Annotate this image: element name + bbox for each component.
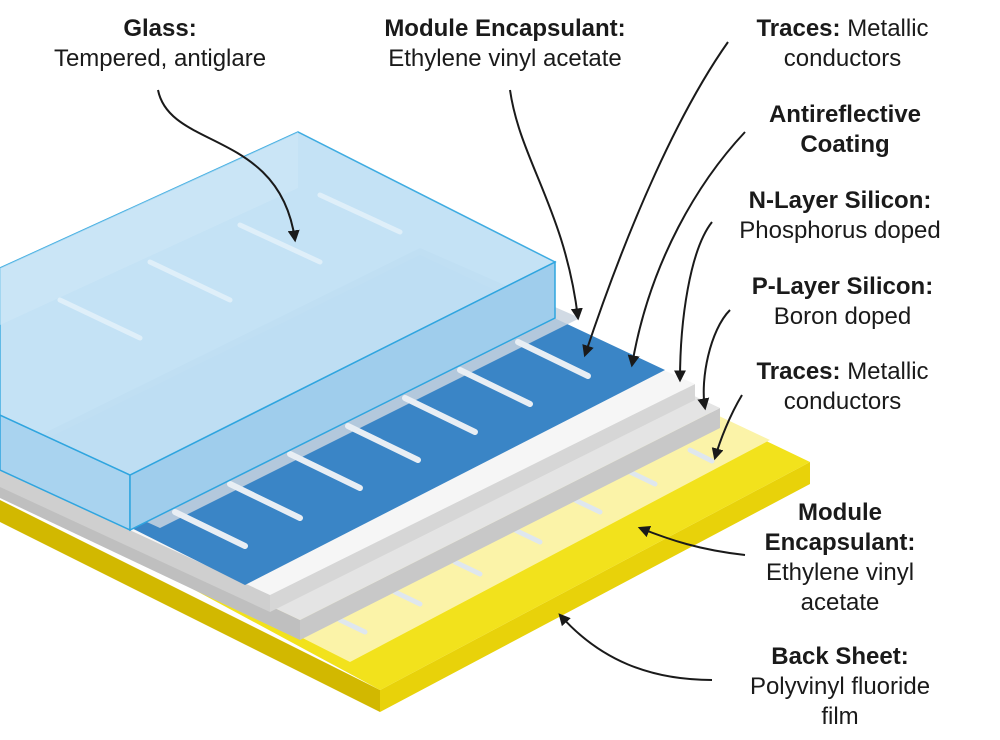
traces-bottom-label: Traces: Metallic conductors <box>756 358 929 415</box>
glass-label: Glass: Tempered, antiglare <box>53 15 267 72</box>
encapsulant-top-leader <box>509 89 583 321</box>
encapsulant-bottom-label: Module Encapsulant: Ethylene vinyl aceta… <box>764 499 916 616</box>
traces-bottom-leader <box>711 394 743 461</box>
back-sheet-leader <box>558 613 713 681</box>
antireflective-leader <box>627 131 746 368</box>
glass-leader <box>157 89 300 243</box>
back-sheet-front <box>380 462 810 712</box>
glass-layer <box>0 131 557 532</box>
encapsulant-bottom-leader <box>637 525 746 556</box>
traces-top-leader <box>582 41 729 358</box>
top-traces <box>172 339 591 549</box>
p-layer-leader <box>697 309 731 411</box>
back-sheet-side <box>0 500 380 712</box>
p-layer-label: P-Layer Silicon: Boron doped <box>751 273 934 330</box>
p-layer-front <box>300 408 720 640</box>
bottom-traces <box>337 447 715 635</box>
n-layer-side <box>0 470 270 612</box>
n-layer-label: N-Layer Silicon: Phosphorus doped <box>739 187 941 244</box>
back-sheet-label: Back Sheet: Polyvinyl fluoride film <box>749 643 931 730</box>
encapsulant-top-label: Module Encapsulant: Ethylene vinyl aceta… <box>384 15 626 72</box>
n-layer-front <box>270 384 695 612</box>
antireflective-label: Antireflective Coating <box>768 101 922 158</box>
glass-back <box>0 132 298 325</box>
n-layer-leader <box>674 221 713 383</box>
traces-top-label: Traces: Metallic conductors <box>756 15 929 72</box>
leader-lines <box>157 41 746 681</box>
